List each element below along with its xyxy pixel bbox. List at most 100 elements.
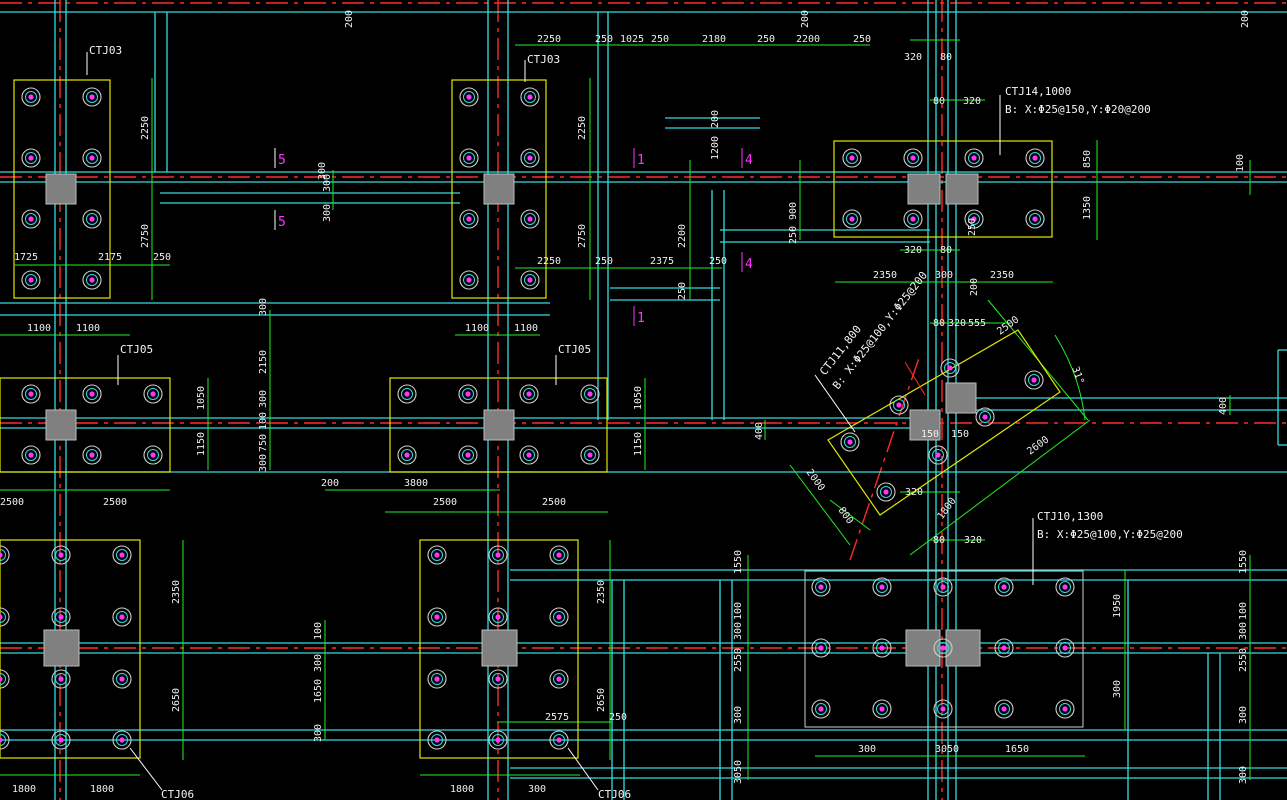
pile-symbol [811,577,831,597]
pile-symbol [21,209,41,229]
section-mark: 1 [637,153,645,168]
dim-text: 1100 [514,323,538,334]
dim-text: 2180 [702,34,726,45]
pile-symbol [51,607,71,627]
dim-text: 80 [933,96,945,107]
pile-symbol [549,545,569,565]
cap-label: CTJ06 [161,788,194,800]
pile-symbol [872,577,892,597]
cap-label: CTJ05 [120,343,153,356]
pile-symbol [51,730,71,750]
dim-text: 1050 [633,386,644,410]
dim-text: 300 [935,270,953,281]
dim-text: 3050 [733,760,744,784]
column [945,629,981,667]
dim-text: 2200 [796,34,820,45]
pile-symbol [1055,638,1075,658]
dim-text: 1800 [12,784,36,795]
pile-symbol [112,545,132,565]
pile-symbol [82,384,102,404]
pile-symbol [427,669,447,689]
pile-symbol [459,148,479,168]
dim-text: 1150 [196,432,207,456]
dim-text: 1100 [76,323,100,334]
dim-text: 1800 [90,784,114,795]
column [43,629,80,667]
pile-symbol [459,209,479,229]
column [45,409,77,441]
cap-label: CTJ03 [527,53,560,66]
pile-symbol [21,87,41,107]
dim-text: 1650 [1005,744,1029,755]
dim-text: 2750 [140,224,151,248]
pile-symbol [21,270,41,290]
pile-symbol [549,669,569,689]
dim-text: 2650 [596,688,607,712]
pile-symbol [549,607,569,627]
dim-text: 300 [1112,680,1123,698]
pile-symbol [519,384,539,404]
dim-text: 2575 [545,712,569,723]
column [45,173,77,205]
cap-labels: CTJ03 CTJ03 CTJ05 CTJ05 CTJ06 CTJ06 CTJ1… [89,44,1183,800]
pile-symbol [1055,699,1075,719]
dim-text: 1050 [196,386,207,410]
dim-text: 2350 [990,270,1014,281]
pile-symbol [427,545,447,565]
dim-text: 200 [969,278,980,296]
dim-text: 300 [258,390,269,408]
dim-text: 2500 [433,497,457,508]
dim-text: 900 [788,202,799,220]
cap-label: CTJ03 [89,44,122,57]
pile-symbol [933,638,953,658]
cap-label: CTJ10,1300 [1037,510,1103,523]
dim-text: 100 [1238,602,1249,620]
dim-text: 400 [754,422,765,440]
pile-symbol [143,384,163,404]
pile-symbol [112,669,132,689]
dim-text: 2750 [577,224,588,248]
pile-symbol [1024,370,1044,390]
section-mark: 1 [637,311,645,326]
pile-symbol [549,730,569,750]
pile-symbol [1025,209,1045,229]
column [945,382,977,414]
section-mark: 4 [745,153,753,168]
pile-symbol [811,699,831,719]
pile-symbol [82,148,102,168]
pile-symbol [82,87,102,107]
pile-symbol [82,445,102,465]
dim-text: 250 [651,34,669,45]
dim-text: 200 [1240,10,1251,28]
pile-symbol [842,209,862,229]
pile-symbol [580,384,600,404]
pile-symbol [21,445,41,465]
dimension-lines [0,39,1251,780]
pile-cap-ctj05-b [389,377,608,473]
pile-cap-ctj10 [804,570,1084,728]
dim-text: 300 [258,454,269,472]
pile-symbol [811,638,831,658]
dim-text: 1100 [27,323,51,334]
column [907,173,941,205]
pile-symbol [82,270,102,290]
pile-symbol [397,445,417,465]
pile-cap-ctj03-a [13,79,111,299]
pile-symbol [994,699,1014,719]
dim-text: 80 [940,245,952,256]
dim-text: 2500 [995,314,1021,337]
dim-text: 250 [788,226,799,244]
pile-symbol [520,270,540,290]
dim-text: 300 [1238,622,1249,640]
pile-symbol [975,407,995,427]
pile-symbol [580,445,600,465]
piles [0,87,1075,750]
cap-label: CTJ06 [598,788,631,800]
dim-text: 1550 [733,550,744,574]
dim-text: 2500 [0,497,24,508]
dim-text: 200 [321,478,339,489]
column [483,173,515,205]
dim-text: 1150 [633,432,644,456]
dim-text: 320 [964,535,982,546]
